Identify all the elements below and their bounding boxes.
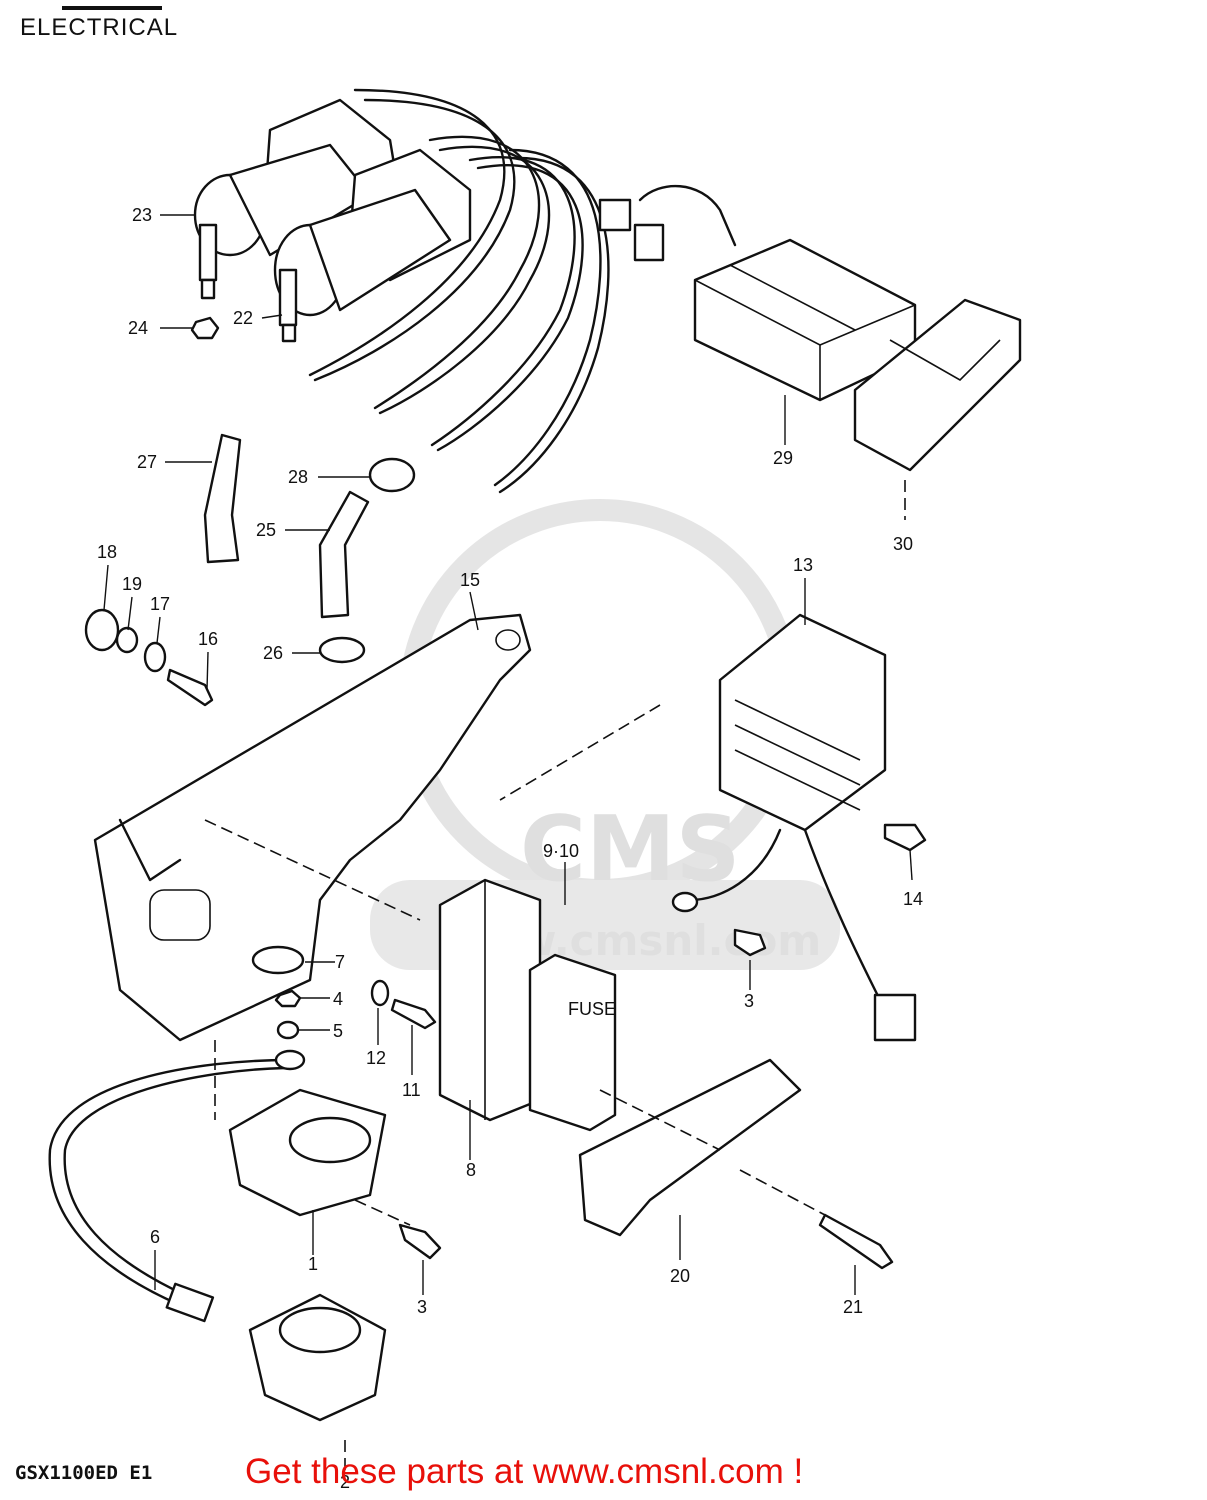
high-tension-leads xyxy=(308,88,610,494)
regulator-13 xyxy=(671,613,917,1042)
callout-17: 17 xyxy=(150,594,170,614)
callout-3-upper: 3 xyxy=(744,991,754,1011)
callout-13: 13 xyxy=(793,555,813,575)
page-title: ELECTRICAL xyxy=(20,14,179,41)
screw-3-lower xyxy=(398,1223,442,1260)
plug-cap-27 xyxy=(203,433,242,564)
starter-relay-1 xyxy=(228,1088,387,1217)
callout-1: 1 xyxy=(308,1254,318,1274)
callout-21: 21 xyxy=(843,1297,863,1317)
leader-lines xyxy=(103,214,913,1295)
bracket-15 xyxy=(93,613,532,1042)
buy-parts-link[interactable]: Get these parts at www.cmsnl.com ! xyxy=(245,1452,804,1491)
callout-6: 6 xyxy=(150,1227,160,1247)
fuse-box-8 xyxy=(438,878,542,1122)
callout-14: 14 xyxy=(903,889,923,909)
callout-18: 18 xyxy=(97,542,117,562)
fuse-cover: FUSE xyxy=(528,953,617,1132)
callout-26: 26 xyxy=(263,643,283,663)
callout-28: 28 xyxy=(288,467,308,487)
bolt-21 xyxy=(818,1213,894,1270)
plug-cap-25 xyxy=(318,490,370,619)
watermark-logo: CMS xyxy=(520,797,740,902)
assembly-line-d xyxy=(599,1089,721,1151)
callout-7: 7 xyxy=(335,952,345,972)
cap-seal-26 xyxy=(318,636,366,664)
callout-20: 20 xyxy=(670,1266,690,1286)
callout-8: 8 xyxy=(466,1160,476,1180)
title-rule xyxy=(62,6,162,10)
assembly-line-f xyxy=(499,704,661,801)
rubber-28 xyxy=(368,457,416,493)
callout-12: 12 xyxy=(366,1048,386,1068)
screw-11 xyxy=(390,998,437,1030)
callout-4: 4 xyxy=(333,989,343,1009)
screw-3-upper xyxy=(733,928,767,957)
washer-18 xyxy=(84,608,120,652)
washer-12 xyxy=(370,979,390,1007)
callout-15: 15 xyxy=(460,570,480,590)
bolt-16 xyxy=(166,668,214,707)
model-code: GSX1100ED E1 xyxy=(15,1462,153,1484)
callout-22: 22 xyxy=(233,308,253,328)
callout-9-10: 9·10 xyxy=(543,841,579,861)
harness-connector xyxy=(598,184,737,262)
screw-14 xyxy=(883,823,927,852)
cover-30 xyxy=(853,298,1022,472)
callout-29: 29 xyxy=(773,448,793,468)
callout-3-lower: 3 xyxy=(417,1297,427,1317)
assembly-line-c xyxy=(354,1199,411,1226)
callout-2: 2 xyxy=(340,1472,350,1492)
callout-labels: 23 24 22 27 28 25 26 18 19 17 16 15 13 2… xyxy=(97,205,923,1492)
callout-19: 19 xyxy=(122,574,142,594)
assembly-line-a xyxy=(204,819,421,921)
ignition-coil-front xyxy=(273,148,472,343)
lead-wire-6 xyxy=(48,1049,306,1323)
nut-24 xyxy=(190,316,220,340)
nut-4 xyxy=(274,989,302,1008)
washer-17 xyxy=(143,641,167,673)
callout-5: 5 xyxy=(333,1021,343,1041)
cover-20 xyxy=(578,1058,802,1237)
washer-5 xyxy=(276,1020,300,1040)
cap-7 xyxy=(251,945,305,975)
starter-relay-2 xyxy=(248,1293,387,1422)
callout-25: 25 xyxy=(256,520,276,540)
fuse-label: FUSE xyxy=(568,999,616,1019)
assembly-line-e xyxy=(739,1169,826,1216)
callout-24: 24 xyxy=(128,318,148,338)
spacer-19 xyxy=(115,626,139,654)
callout-23: 23 xyxy=(132,205,152,225)
callout-11: 11 xyxy=(402,1080,421,1100)
callout-27: 27 xyxy=(137,452,157,472)
callout-16: 16 xyxy=(198,629,218,649)
callout-30: 30 xyxy=(893,534,913,554)
